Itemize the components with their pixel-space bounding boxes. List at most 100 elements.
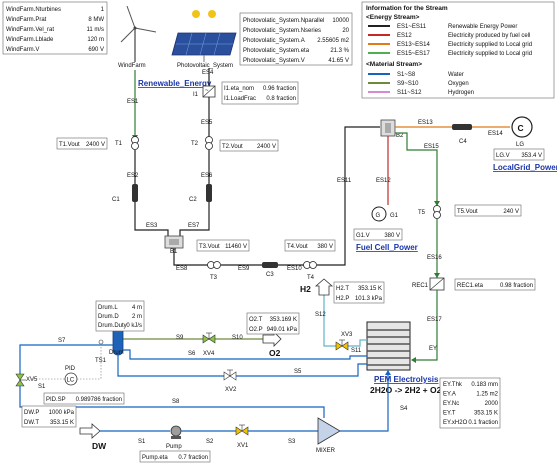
pem-electrolyzer[interactable]	[366, 321, 411, 371]
pump[interactable]	[170, 425, 182, 439]
transformer-t2[interactable]	[205, 136, 213, 150]
stream-s3-label: S3	[288, 439, 296, 445]
transformer-t4[interactable]	[303, 261, 317, 269]
dw-readout: DW.P 1000 kPa DW.T 353.15 K	[21, 405, 77, 428]
drum-row-0-key: Drum.L	[98, 305, 118, 311]
stream-es3-label: ES3	[146, 223, 158, 229]
transformer-t1[interactable]	[131, 136, 139, 150]
windfarm-row-1-key: WindFarm.Prat	[6, 17, 47, 23]
ey-row-2-key: EY.Nc	[443, 401, 459, 407]
generator-g1[interactable]: G	[371, 206, 387, 222]
valve-xv1[interactable]	[235, 424, 249, 436]
stream-s7-line	[19, 344, 113, 375]
windfarm-row-0-val: 1	[101, 7, 105, 13]
valve-xv3[interactable]	[335, 339, 349, 351]
windfarm-row-3-val: 120 m	[87, 37, 104, 43]
h2-t-val: 353.15 K	[358, 286, 382, 292]
transformer-t2-label: T2	[191, 141, 199, 147]
cable-c4[interactable]	[452, 124, 472, 130]
legend-energy-desc-1: Electricity produced by fuel cell	[448, 33, 530, 39]
ey-row-0-key: EY.Thk	[443, 382, 463, 388]
transformer-t1-label: T1	[115, 141, 123, 147]
dw-feed-arrow[interactable]	[79, 423, 101, 439]
pump-eta-readout: Pump.eta 0.7 fraction	[139, 450, 211, 463]
legend-energy-desc-2: Electricity supplied to Local grid	[448, 42, 532, 48]
dw-t-val: 353.15 K	[50, 420, 74, 426]
legend-material-code-0: S1~S8	[397, 72, 416, 78]
stream-es2-label: ES2	[127, 173, 139, 179]
mixer[interactable]	[317, 417, 341, 445]
g1-v-val: 380 V	[384, 233, 400, 239]
o2-p-key: O2.P	[249, 327, 263, 333]
ey-row-0-val: 0.183 mm	[471, 382, 498, 388]
svg-text:G: G	[376, 213, 381, 219]
cable-c1[interactable]	[132, 184, 138, 202]
pid-lc-controller[interactable]: LC	[64, 372, 78, 386]
t3-vout-readout: T3.Vout 11460 V	[196, 239, 250, 252]
windfarm-row-2-val: 11 m/s	[86, 27, 104, 33]
o2-product-arrow[interactable]	[262, 331, 282, 347]
cable-c3[interactable]	[262, 262, 278, 268]
cable-c2-label: C2	[189, 197, 197, 203]
dw-p-key: DW.P	[24, 410, 39, 416]
drum-label: Drum	[109, 350, 124, 356]
stream-es7-label: ES7	[188, 223, 200, 229]
pv-row-2-key: Photovolatic_System.A	[243, 38, 305, 44]
pv-row-3-key: Photovolatic_System.eta	[243, 48, 310, 54]
wind-turbine-icon[interactable]	[120, 5, 157, 62]
valve-xv2[interactable]	[223, 369, 237, 381]
legend-material-header: <Material Stream>	[366, 61, 422, 68]
transformer-t5[interactable]	[433, 205, 441, 219]
pv-row-1-key: Photovolatic_System.Nseries	[243, 28, 321, 34]
valve-xv5[interactable]	[15, 373, 26, 387]
bus-b2[interactable]	[380, 119, 396, 137]
i1-readout: I1.eta_nom 0.96 fraction I1.LoadFrac 0.8…	[221, 81, 299, 105]
drum-row-1-val: 2 m	[132, 314, 142, 320]
h2-p-key: H2.P	[336, 296, 349, 302]
rec1-eta-key: REC1.eta	[457, 283, 484, 289]
pv-row-0-val: 10000	[332, 18, 349, 24]
valve-xv2-label: XV2	[225, 387, 237, 393]
local-grid-lg[interactable]: C	[511, 116, 533, 138]
solar-panel-icon[interactable]	[171, 10, 237, 62]
h2-p-val: 101.3 kPa	[355, 296, 383, 302]
stream-es13-label: ES13	[418, 120, 433, 126]
windfarm-label: WindFarm	[118, 63, 146, 69]
pv-row-4-key: Photovolatic_System.V	[243, 58, 305, 64]
valve-xv3-label: XV3	[341, 332, 353, 338]
pem-reaction-text: 2H2O -> 2H2 + O2	[370, 385, 442, 395]
h2-product-arrow[interactable]	[314, 278, 334, 296]
stream-s11-s12-line	[323, 295, 367, 347]
o2-t-key: O2.T	[249, 317, 263, 323]
legend-energy-header: <Energy Stream>	[366, 14, 420, 21]
bus-b1[interactable]	[164, 235, 184, 249]
cable-c2[interactable]	[206, 184, 212, 202]
pv-row-2-val: 2.55605 m2	[317, 38, 349, 44]
rectifier-rec1[interactable]	[429, 277, 445, 291]
stream-s8-line	[19, 386, 325, 418]
renewable-energy-title: Renewable_Energy	[138, 79, 212, 88]
stream-es8-label: ES8	[176, 266, 188, 272]
legend-energy-desc-0: Renewable Energy Power	[448, 24, 517, 30]
stream-s12-label: S12	[315, 312, 326, 318]
tee-ts1[interactable]	[98, 339, 104, 345]
o2-label: O2	[269, 348, 281, 358]
stream-s8-label: S8	[172, 399, 180, 405]
fuel-cell-power-title: Fuel Cell_Power	[356, 243, 418, 252]
valve-xv4[interactable]	[202, 332, 216, 344]
ey-row-3-val: 353.15 K	[474, 411, 498, 417]
ey-row-1-val: 1.25 m2	[476, 392, 498, 398]
lc-label: LC	[67, 378, 75, 384]
transformer-t3[interactable]	[207, 261, 221, 269]
t3-vout-val: 11460 V	[225, 244, 247, 250]
pem-electrolysis-title: PEM Electrolysis	[374, 375, 439, 384]
legend-material-desc-2: Hydrogen	[448, 90, 474, 96]
stream-s1-top-label: S1	[38, 384, 46, 390]
generator-g1-label: G1	[390, 213, 399, 219]
t5-vout-key: T5.Vout	[457, 209, 478, 215]
tee-ts1-label: TS1	[95, 358, 107, 364]
cable-c4-label: C4	[459, 139, 467, 145]
stream-es6-label: ES6	[201, 173, 213, 179]
legend-energy-desc-3: Electricity supplied to Local grid	[448, 51, 532, 57]
inverter-i1[interactable]: ~	[202, 85, 216, 98]
